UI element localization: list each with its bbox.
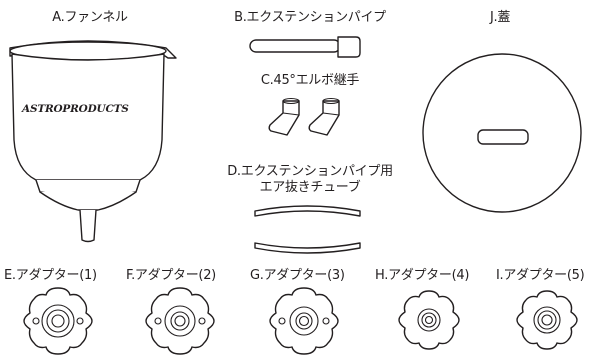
label-adapter-2: F.アダプター(2) <box>126 268 216 283</box>
label-lid: J.蓋 <box>489 10 511 25</box>
label-funnel: A.ファンネル <box>52 10 128 25</box>
label-adapter-1: E.アダプター(1) <box>4 268 97 283</box>
label-air-tube-line1: D.エクステンションパイプ用 <box>227 164 393 179</box>
adapter-1-illustration <box>23 287 93 355</box>
label-extension-pipe: B.エクステンションパイプ <box>234 10 386 25</box>
adapter-2-illustration <box>145 287 215 355</box>
label-adapter-3: G.アダプター(3) <box>250 268 345 283</box>
label-adapter-5: I.アダプター(5) <box>496 268 585 283</box>
adapter-4-illustration <box>398 290 460 350</box>
label-elbow-joint: C.45°エルボ継手 <box>260 73 360 88</box>
adapter-3-illustration <box>269 287 339 355</box>
elbow-joint-left <box>268 97 300 136</box>
adapter-5-illustration <box>516 290 578 350</box>
funnel-illustration: ASTROPRODUCTS <box>9 40 177 243</box>
elbow-joint-right <box>308 97 340 136</box>
label-adapter-4: H.アダプター(4) <box>375 268 470 283</box>
lid-illustration <box>422 53 582 213</box>
label-air-tube-line2: エア抜きチューブ <box>259 180 361 195</box>
funnel-brand-text: ASTROPRODUCTS <box>21 103 129 115</box>
air-tubes-illustration <box>254 205 361 254</box>
elbow-joints-illustration <box>268 97 340 136</box>
extension-pipe-illustration <box>249 36 361 58</box>
